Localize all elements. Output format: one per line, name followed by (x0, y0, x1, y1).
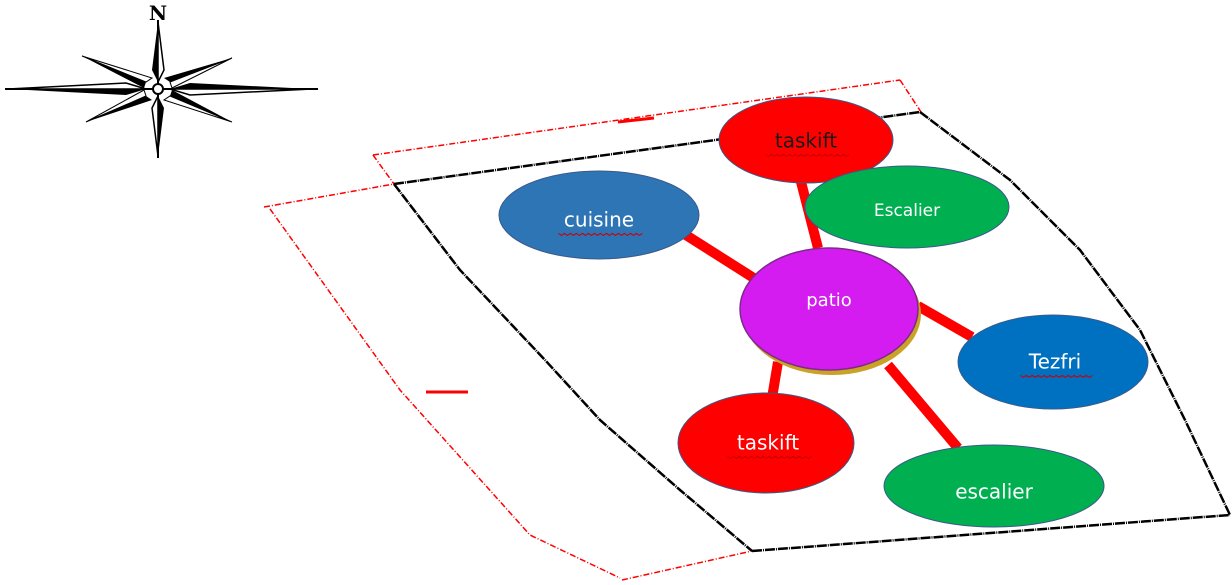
room-label-taskift-south: taskift (737, 431, 799, 455)
hub-ellipse (739, 247, 919, 371)
compass-rose-icon: N (5, 1, 318, 158)
room-node-escalier-north: Escalier (804, 165, 1010, 249)
room-ellipse-escalier-south (883, 444, 1105, 528)
spellcheck-underline-tezfri (1019, 374, 1093, 379)
dimension-line-northeast (899, 79, 922, 113)
room-ellipse-cuisine (498, 170, 700, 260)
room-node-cuisine: cuisine (498, 170, 700, 260)
room-label-cuisine: cuisine (564, 208, 634, 232)
connector-taskift-south (767, 361, 783, 399)
room-label-tezfri: Tezfri (1028, 350, 1081, 374)
compass-north-label: N (149, 1, 167, 25)
room-label-taskift-north: taskift (775, 129, 837, 153)
room-node-escalier-south: escalier (883, 444, 1105, 528)
hub-node: patio (739, 247, 921, 375)
dimension-line-west (269, 208, 621, 579)
room-ellipse-taskift-south (677, 392, 855, 494)
room-node-tezfri: Tezfri (957, 314, 1149, 410)
rooms: taskiftEscaliercuisineTezfritaskiftescal… (498, 96, 1149, 528)
room-label-escalier-north: Escalier (874, 201, 940, 221)
connector-tezfri (915, 301, 975, 342)
room-ellipse-escalier-north (804, 165, 1010, 249)
dimension-line-northwest (263, 183, 395, 208)
spellcheck-underline-taskift-south (727, 455, 812, 460)
spellcheck-underline-cuisine (558, 232, 643, 237)
room-ellipse-tezfri (957, 314, 1149, 410)
dimension-line-nw-tick (372, 154, 395, 185)
room-ellipse-taskift-north (718, 96, 894, 184)
room-node-taskift-south: taskift (677, 392, 855, 494)
dimension-ticks (426, 116, 655, 394)
hub-label: patio (806, 290, 852, 311)
dimension-line-south (621, 550, 753, 581)
connector-cuisine (675, 225, 763, 287)
dimension-lines (263, 79, 922, 581)
room-node-taskift-north: taskift (718, 96, 894, 184)
spellcheck-underline-taskift-north (765, 153, 850, 158)
connector-escalier-south (884, 361, 962, 452)
room-label-escalier-south: escalier (955, 480, 1033, 504)
dimension-line-north (372, 79, 901, 156)
